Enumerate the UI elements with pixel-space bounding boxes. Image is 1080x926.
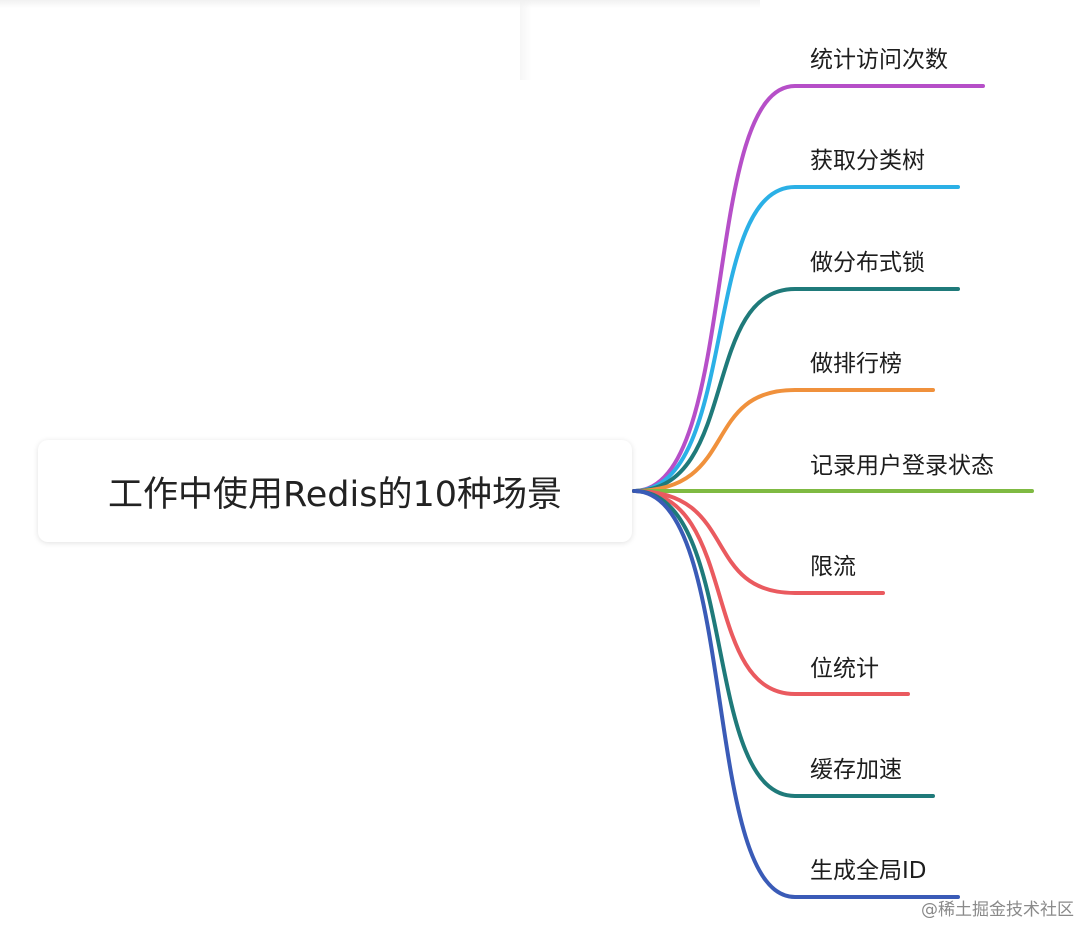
- branch-label-0[interactable]: 统计访问次数: [810, 47, 948, 73]
- branch-line-5: [632, 489, 885, 595]
- branch-line-6: [632, 489, 910, 696]
- branch-line-0: [632, 84, 985, 493]
- root-title: 工作中使用Redis的10种场景: [108, 474, 562, 515]
- top-shadow: [0, 0, 760, 8]
- branch-label-2[interactable]: 做分布式锁: [810, 250, 925, 276]
- watermark: @稀土掘金技术社区: [921, 900, 1074, 920]
- root-node[interactable]: 工作中使用Redis的10种场景: [38, 440, 632, 542]
- top-shadow-vertical: [520, 0, 532, 80]
- branch-label-5[interactable]: 限流: [810, 554, 856, 580]
- branch-line-3: [632, 388, 935, 493]
- branch-label-1[interactable]: 获取分类树: [810, 148, 925, 174]
- branch-label-6[interactable]: 位统计: [810, 656, 879, 682]
- branch-line-1: [632, 185, 960, 493]
- branch-line-8: [632, 489, 960, 899]
- branch-line-2: [632, 287, 960, 493]
- branch-label-3[interactable]: 做排行榜: [810, 351, 902, 377]
- branch-label-7[interactable]: 缓存加速: [810, 757, 902, 783]
- branch-line-7: [632, 489, 935, 798]
- branch-label-8[interactable]: 生成全局ID: [810, 858, 927, 884]
- branch-label-4[interactable]: 记录用户登录状态: [810, 453, 994, 479]
